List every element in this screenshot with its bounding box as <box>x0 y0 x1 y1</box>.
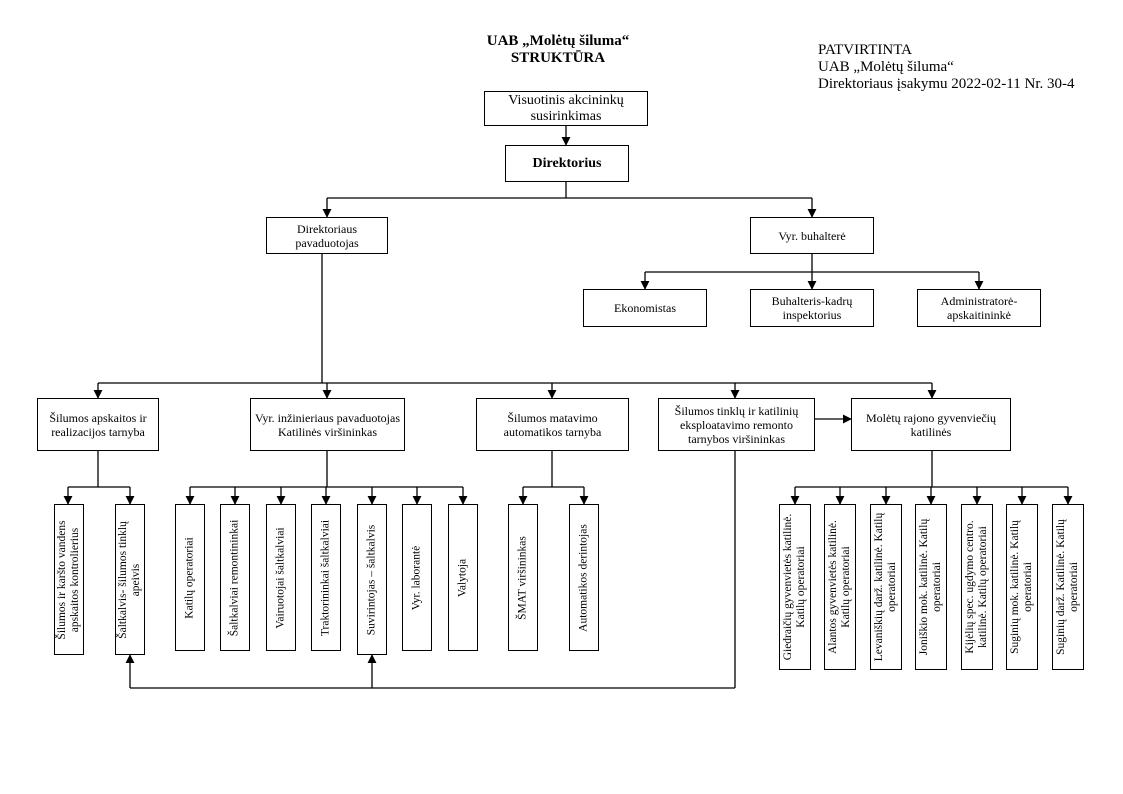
box-chief-accountant: Vyr. buhalterė <box>750 217 874 254</box>
vbox-alanta: Alantos gyvenvietės katilinė. Katilų ope… <box>824 504 856 670</box>
vbox-repair-fitters: Šaltkalviai remontininkai <box>220 504 250 651</box>
vbox-suginiai-school: Suginių mok. katilinė. Katilų operatoria… <box>1006 504 1038 670</box>
vbox-welder-fitter: Suvirintojas – šaltkalvis <box>357 504 387 655</box>
approval-line-2: UAB „Molėtų šiluma“ <box>818 59 954 75</box>
vbox-tractor-fitters: Traktorininkai šaltkalviai <box>311 504 341 651</box>
vbox-joniskis: Joniškio mok. katilinė. Katilų operatori… <box>915 504 947 670</box>
box-accountant-hr: Buhalteris-kadrų inspektorius <box>750 289 874 327</box>
org-subtitle: STRUKTŪRA <box>510 50 606 66</box>
approval-line-3: Direktoriaus įsakymu 2022-02-11 Nr. 30-4 <box>818 76 1075 92</box>
vbox-suginiai-kinder: Suginių darž. Katilinė. Katilų operatori… <box>1052 504 1084 670</box>
vbox-hot-water-controllers: Šilumos ir karšto vandens apskaitos kont… <box>54 504 84 655</box>
vbox-cleaner: Valytoja <box>448 504 478 651</box>
vbox-network-inspector: Šaltkalvis- šilumos tinklų apeivis <box>115 504 145 655</box>
vbox-automation-adjuster: Automatikos derintojas <box>569 504 599 651</box>
box-director: Direktorius <box>505 145 629 182</box>
vbox-chief-lab: Vyr. laborantė <box>402 504 432 651</box>
vbox-levaniskiai: Levaniškių darž. katilinė. Katilų operat… <box>870 504 902 670</box>
box-heat-accounting: Šilumos apskaitos ir realizacijos tarnyb… <box>37 398 159 451</box>
vbox-kijeliai: Kijėlių spec. ugdymo centro. katilinė. K… <box>961 504 993 670</box>
approval-line-1: PATVIRTINTA <box>818 42 913 58</box>
box-heat-measurement: Šilumos matavimo automatikos tarnyba <box>476 398 629 451</box>
box-district-boilers: Molėtų rajono gyvenviečių katilinės <box>851 398 1011 451</box>
box-administrator: Administratorė-apskaitininkė <box>917 289 1041 327</box>
box-shareholders: Visuotinis akcininkų susirinkimas <box>484 91 648 126</box>
approval-stamp: PATVIRTINTA UAB „Molėtų šiluma“ Direktor… <box>818 42 1075 93</box>
box-economist: Ekonomistas <box>583 289 707 327</box>
box-deputy-director: Direktoriaus pavaduotojas <box>266 217 388 254</box>
vbox-giedraiciai: Giedraičių gyvenvietės katilinė. Katilų … <box>779 504 811 670</box>
box-chief-engineer: Vyr. inžinieriaus pavaduotojas Katilinės… <box>250 398 405 451</box>
org-title: UAB „Molėtų šiluma“ <box>486 33 630 49</box>
vbox-smat-head: ŠMAT viršininkas <box>508 504 538 651</box>
vbox-driver-fitters: Vairuotojai šaltkalviai <box>266 504 296 651</box>
box-networks-maintenance: Šilumos tinklų ir katilinių eksploatavim… <box>658 398 815 451</box>
vbox-boiler-operators: Katilų operatoriai <box>175 504 205 651</box>
